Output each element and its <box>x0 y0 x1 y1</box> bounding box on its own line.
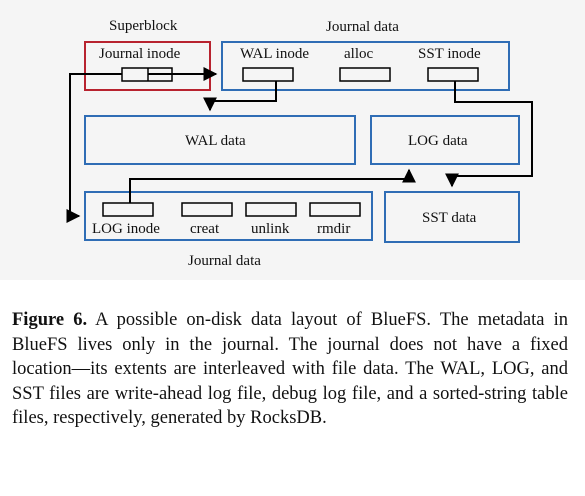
sst-data-label: SST data <box>422 210 477 226</box>
unlink-label: unlink <box>251 221 290 237</box>
figure-caption: Figure 6. A possible on-disk data layout… <box>12 308 568 431</box>
figure-label: Figure 6. <box>12 310 88 330</box>
alloc-extent <box>339 67 391 82</box>
arrow-journal-inode-to-journal-data-bottom <box>66 73 122 223</box>
arrow-sst-inode-to-sst-data <box>445 81 533 188</box>
log-inode-extent <box>102 202 154 217</box>
sst-data-box <box>384 191 520 243</box>
figure-panel: Superblock Journal data Journal inode WA… <box>66 18 533 269</box>
journal-data-top-box <box>221 41 510 91</box>
wal-data-label: WAL data <box>185 133 246 149</box>
sst-inode-label: SST inode <box>418 46 481 62</box>
arrow-log-inode-to-log-data <box>129 168 416 203</box>
bluefs-layout-diagram: Superblock Journal data Journal inode WA… <box>66 18 533 269</box>
creat-label: creat <box>190 221 220 237</box>
log-data-label: LOG data <box>408 133 468 149</box>
arrow-wal-inode-to-wal-data <box>203 81 277 112</box>
rmdir-extent <box>309 202 361 217</box>
wal-data-box <box>84 115 356 165</box>
wal-inode-extent <box>242 67 294 82</box>
rmdir-label: rmdir <box>317 221 350 237</box>
log-data-box <box>370 115 520 165</box>
superblock-box <box>84 41 211 91</box>
caption-text: A possible on-disk data layout of BlueFS… <box>12 310 568 428</box>
unlink-extent <box>245 202 297 217</box>
wal-inode-label: WAL inode <box>240 46 309 62</box>
journal-data-bottom-box <box>84 191 373 241</box>
journal-data-top-title: Journal data <box>326 19 399 35</box>
journal-inode-label: Journal inode <box>99 46 181 62</box>
alloc-label: alloc <box>344 46 373 62</box>
superblock-title: Superblock <box>109 18 178 34</box>
sst-inode-extent <box>427 67 479 82</box>
log-inode-label: LOG inode <box>92 221 160 237</box>
creat-extent <box>181 202 233 217</box>
journal-data-bottom-title: Journal data <box>188 253 261 269</box>
